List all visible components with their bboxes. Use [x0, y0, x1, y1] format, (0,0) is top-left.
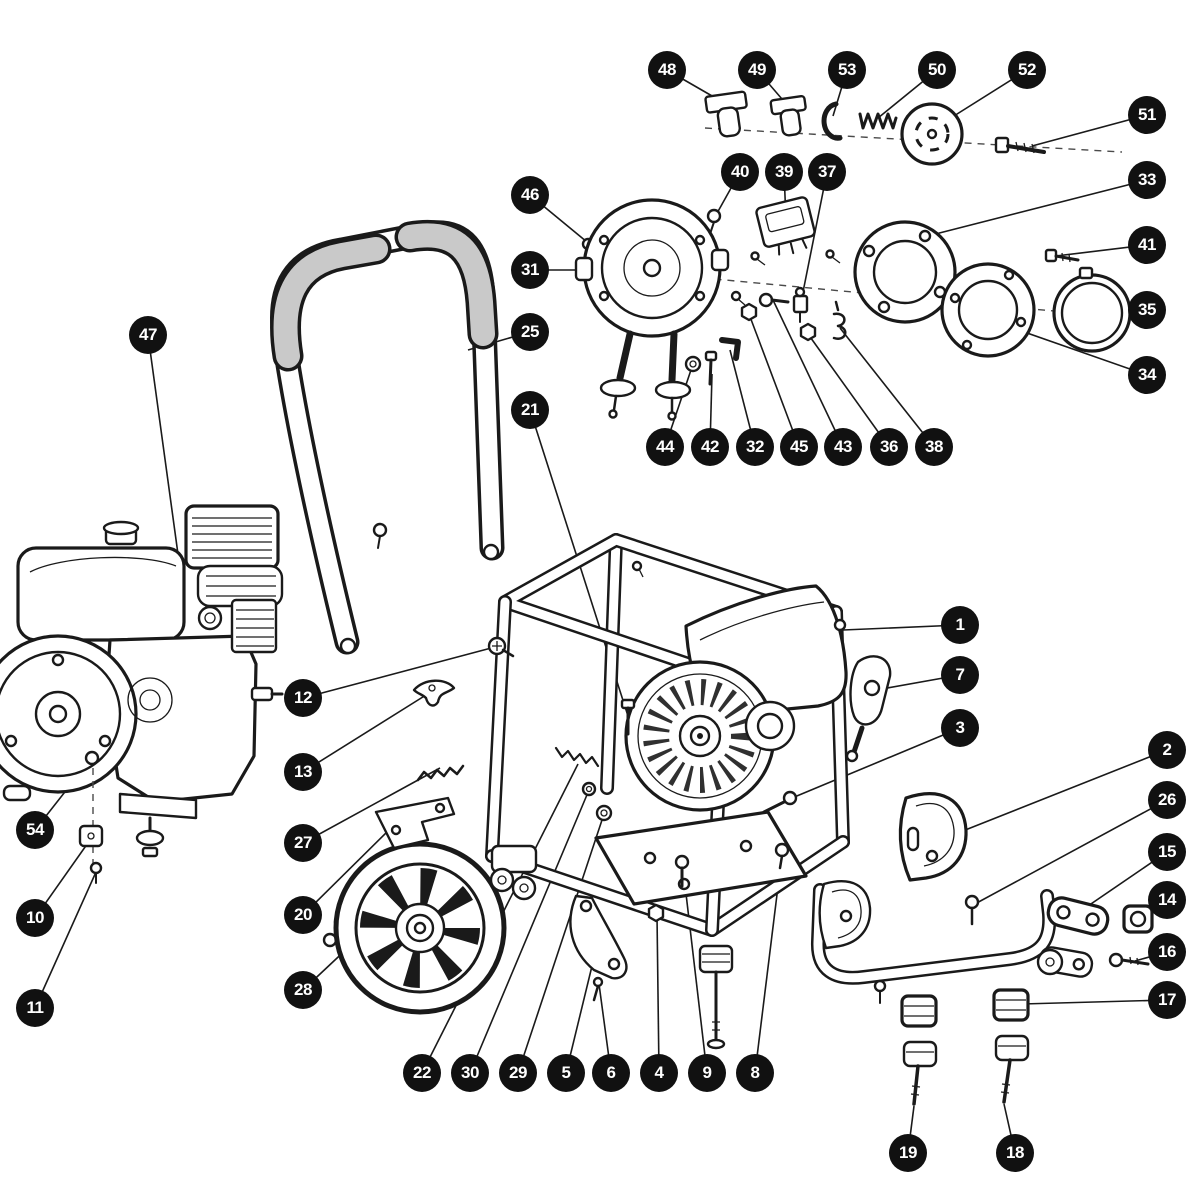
- callout-21: 21: [511, 391, 549, 429]
- callout-51: 51: [1128, 96, 1166, 134]
- callout-27: 27: [284, 824, 322, 862]
- callout-22: 22: [403, 1054, 441, 1092]
- callout-15: 15: [1148, 833, 1186, 871]
- leader-line-4: [656, 914, 660, 1074]
- leader-line-20: [302, 825, 394, 916]
- callout-32: 32: [736, 428, 774, 466]
- callout-38: 38: [915, 428, 953, 466]
- callout-50: 50: [918, 51, 956, 89]
- callout-11: 11: [16, 989, 54, 1027]
- callout-30: 30: [451, 1054, 489, 1092]
- callout-3: 3: [941, 709, 979, 747]
- callout-4: 4: [640, 1054, 678, 1092]
- callout-35: 35: [1128, 291, 1166, 329]
- leader-line-37: [800, 171, 828, 303]
- callout-10: 10: [16, 899, 54, 937]
- leader-line-51: [1031, 114, 1148, 147]
- callout-17: 17: [1148, 981, 1186, 1019]
- callout-54: 54: [16, 811, 54, 849]
- callout-47: 47: [129, 316, 167, 354]
- callout-12: 12: [284, 679, 322, 717]
- callout-1: 1: [941, 606, 979, 644]
- callout-29: 29: [499, 1054, 537, 1092]
- leader-line-9: [682, 867, 708, 1074]
- callout-46: 46: [511, 176, 549, 214]
- leader-line-29: [517, 813, 605, 1074]
- callout-34: 34: [1128, 356, 1166, 394]
- callout-44: 44: [646, 428, 684, 466]
- callout-53: 53: [828, 51, 866, 89]
- callout-18: 18: [996, 1134, 1034, 1172]
- leader-line-2: [939, 749, 1168, 841]
- callout-6: 6: [592, 1054, 630, 1092]
- callout-33: 33: [1128, 161, 1166, 199]
- callout-16: 16: [1148, 933, 1186, 971]
- callout-39: 39: [765, 153, 803, 191]
- callout-8: 8: [736, 1054, 774, 1092]
- leader-line-12: [302, 646, 496, 699]
- callout-13: 13: [284, 753, 322, 791]
- callout-42: 42: [691, 428, 729, 466]
- callout-37: 37: [808, 153, 846, 191]
- frame-drawing: [374, 533, 892, 1050]
- callout-26: 26: [1148, 781, 1186, 819]
- engine-drawing: [0, 504, 284, 884]
- callout-49: 49: [738, 51, 776, 89]
- callout-9: 9: [688, 1054, 726, 1092]
- callout-43: 43: [824, 428, 862, 466]
- callout-31: 31: [511, 251, 549, 289]
- leader-line-45: [748, 313, 800, 448]
- leader-line-38: [839, 327, 935, 448]
- callout-45: 45: [780, 428, 818, 466]
- leader-line-36: [807, 333, 890, 448]
- callout-41: 41: [1128, 226, 1166, 264]
- leader-line-43: [772, 299, 844, 448]
- handle-drawing: [270, 219, 505, 655]
- callout-48: 48: [648, 51, 686, 89]
- callout-25: 25: [511, 313, 549, 351]
- pump-assembly-drawing: [574, 90, 1132, 421]
- leader-line-11: [34, 871, 97, 1009]
- leader-line-13: [302, 694, 427, 773]
- callout-19: 19: [889, 1134, 927, 1172]
- leader-line-33: [911, 179, 1148, 241]
- wheel-drawing: [322, 841, 507, 1015]
- leader-line-17: [1021, 999, 1168, 1005]
- callout-20: 20: [284, 896, 322, 934]
- callout-52: 52: [1008, 51, 1046, 89]
- callout-28: 28: [284, 971, 322, 1009]
- callout-7: 7: [941, 656, 979, 694]
- callout-40: 40: [721, 153, 759, 191]
- leader-line-1: [842, 624, 961, 631]
- callout-14: 14: [1148, 881, 1186, 919]
- leader-line-30: [469, 789, 590, 1074]
- callout-36: 36: [870, 428, 908, 466]
- leader-line-26: [972, 799, 1168, 906]
- callout-2: 2: [1148, 731, 1186, 769]
- callout-5: 5: [547, 1054, 585, 1092]
- rear-frame-drawing: [811, 792, 1154, 1106]
- leader-line-3: [791, 727, 961, 799]
